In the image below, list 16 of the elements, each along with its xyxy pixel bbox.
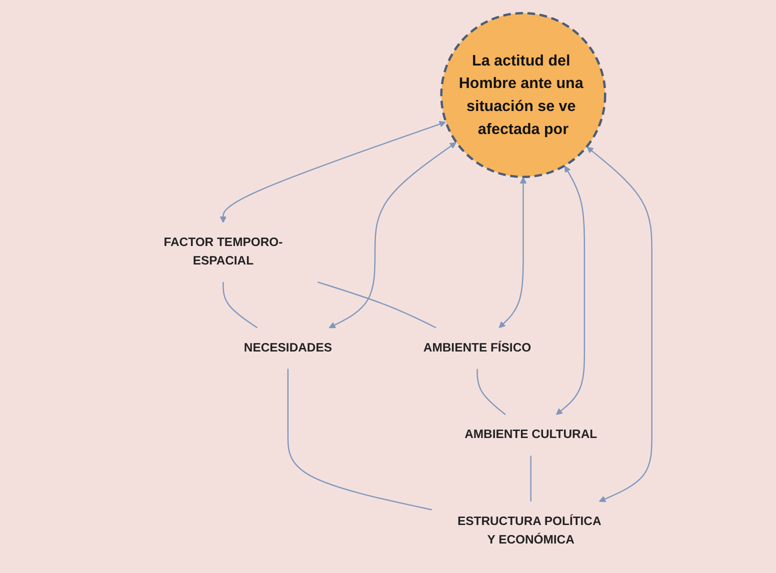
node-circle: La actitud del Hombre ante una situación se ve afectada por [440, 11, 606, 178]
arrow [586, 146, 652, 502]
node-text: FACTOR TEMPORO-ESPACIAL [164, 236, 283, 268]
connector [476, 368, 506, 415]
arrow [328, 142, 456, 328]
node-text: AMBIENTE FÍSICO [423, 340, 532, 354]
arrow [556, 165, 586, 414]
connector [530, 455, 532, 501]
node-text: AMBIENTE CULTURAL [464, 428, 598, 441]
connector [222, 282, 258, 328]
node-text: NECESIDADES [244, 340, 332, 354]
connector [317, 280, 436, 328]
node-text: ESTRUCTURA POLÍTICA Y ECONÓMICA [457, 514, 601, 546]
arrow [220, 120, 446, 222]
connector [287, 368, 432, 510]
arrow [498, 176, 527, 328]
